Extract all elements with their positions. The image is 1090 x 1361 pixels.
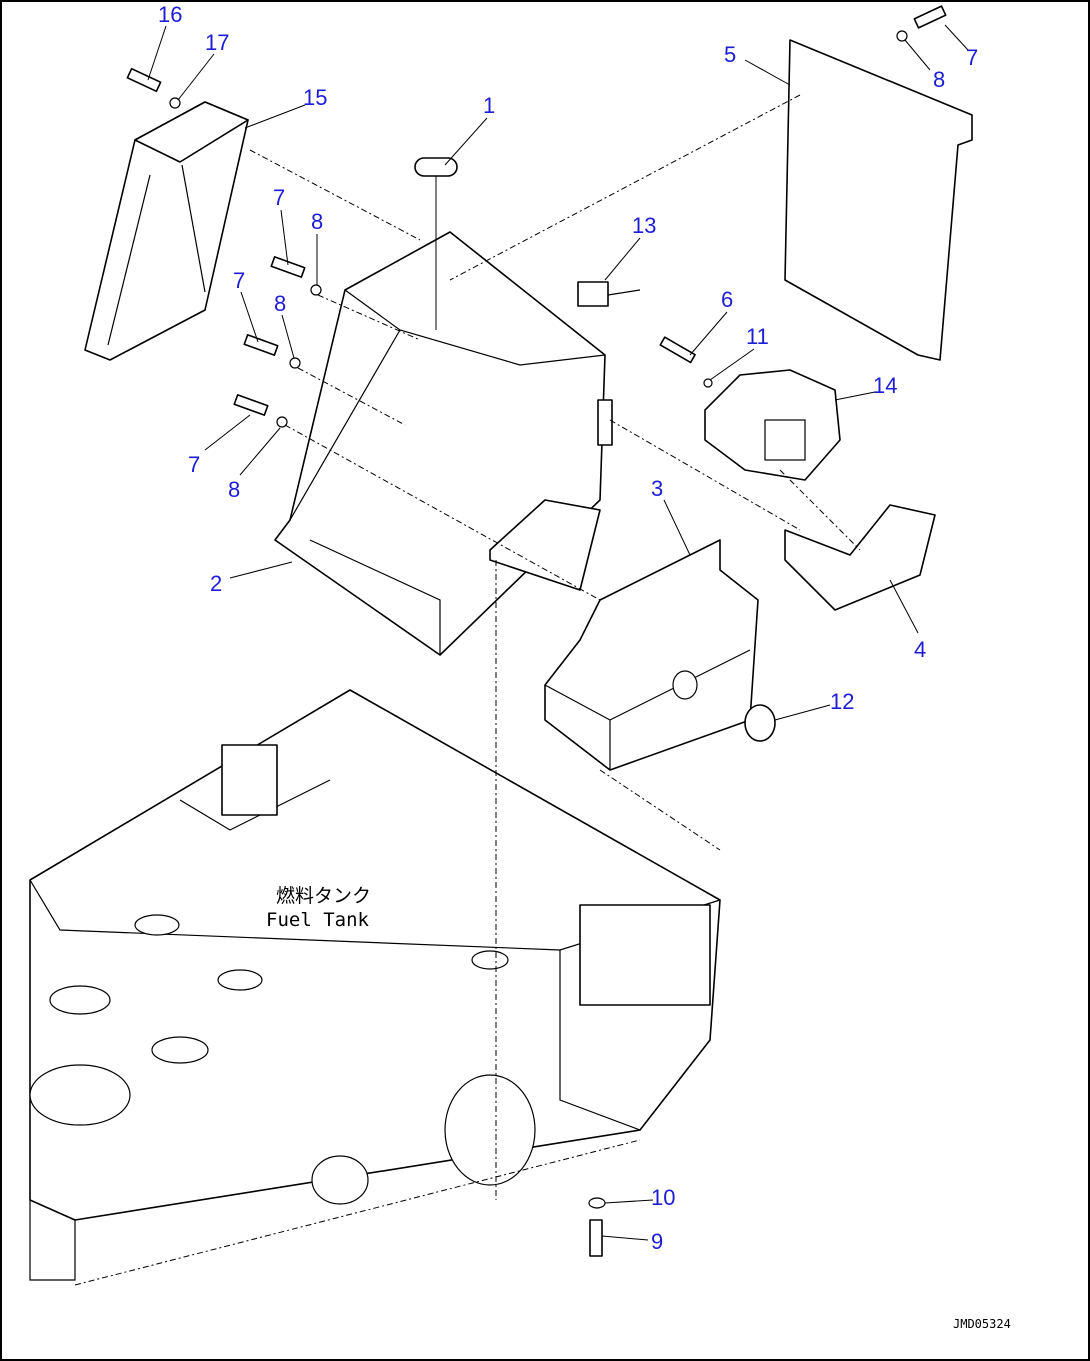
callout-8: 8 (274, 291, 286, 316)
fuel-tank-label-jp: 燃料タンク (276, 885, 371, 907)
callout-13: 13 (632, 213, 656, 238)
callout-12: 12 (830, 689, 854, 714)
fuel-tank-label-en: Fuel Tank (266, 909, 370, 931)
callout-4: 4 (914, 637, 926, 662)
assembly-lines (249, 94, 861, 1200)
callout-15: 15 (303, 85, 327, 110)
part-5-plate (784, 39, 973, 361)
callout-6: 6 (721, 287, 733, 312)
drawing-code: JMD05324 (953, 1317, 1011, 1331)
callout-7: 7 (966, 45, 978, 70)
callout-8: 8 (228, 477, 240, 502)
callout-3: 3 (651, 476, 663, 501)
part-13-switch (577, 281, 609, 307)
part-12-grommet (744, 704, 776, 742)
callout-16: 16 (158, 2, 182, 27)
callout-8: 8 (311, 209, 323, 234)
part-3-cover (544, 539, 759, 771)
part-15-bracket (84, 101, 249, 361)
callout-7: 7 (233, 268, 245, 293)
part-14-unit (704, 369, 841, 481)
part-1-grommet (414, 157, 458, 177)
callouts: 16 17 15 1 5 8 7 13 7 8 7 8 6 11 14 7 8 … (158, 2, 978, 1254)
callout-8: 8 (933, 67, 945, 92)
part-4-bracket (784, 504, 936, 611)
callout-11: 11 (746, 324, 769, 349)
callout-7: 7 (273, 185, 285, 210)
callout-5: 5 (724, 42, 736, 67)
callout-2: 2 (210, 571, 222, 596)
callout-17: 17 (205, 30, 229, 55)
callout-14: 14 (873, 373, 897, 398)
fuel-tank (29, 689, 721, 1286)
callout-7: 7 (188, 452, 200, 477)
bolts (126, 5, 947, 1257)
part-2-cover (274, 231, 613, 656)
callout-leaders (147, 24, 969, 1241)
callout-10: 10 (651, 1185, 675, 1210)
callout-1: 1 (483, 93, 495, 118)
callout-9: 9 (651, 1229, 663, 1254)
support-bracket (489, 499, 601, 591)
